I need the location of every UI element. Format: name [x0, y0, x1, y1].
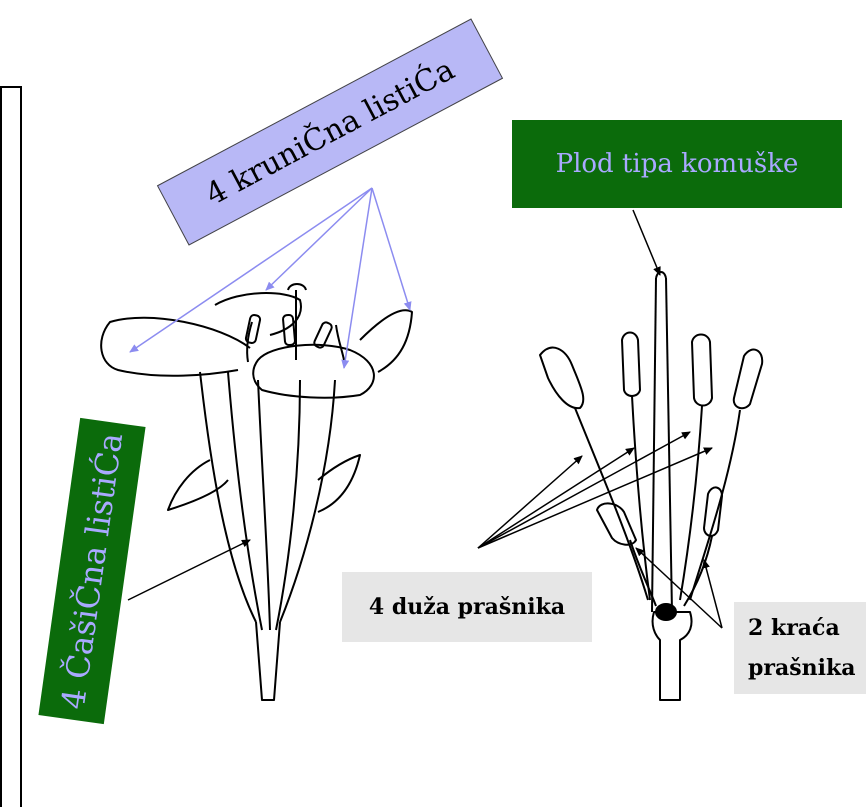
label-short-stamens-line2: prašnika — [748, 648, 855, 688]
label-fruit: Plod tipa komuške — [512, 120, 842, 208]
label-short-stamens-line1: 2 kraća — [748, 608, 840, 648]
label-short-stamens: 2 kraća prašnika — [734, 602, 866, 694]
label-fruit-text: Plod tipa komuške — [556, 149, 799, 179]
label-long-stamens: 4 duža prašnika — [342, 572, 592, 642]
label-long-stamens-text: 4 duža prašnika — [369, 594, 565, 620]
